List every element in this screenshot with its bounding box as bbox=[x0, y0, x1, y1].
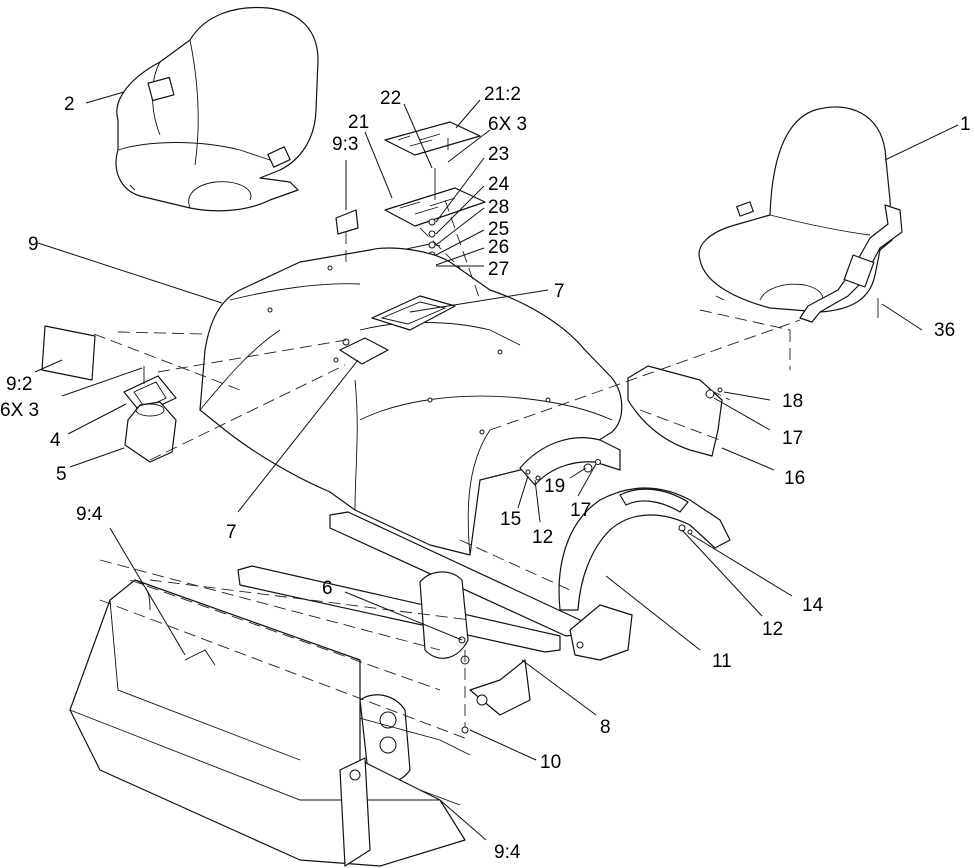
assembly-lines bbox=[93, 199, 801, 741]
callout-9-4-bottom: 9:4 bbox=[494, 842, 521, 863]
fender-11 bbox=[558, 487, 731, 611]
callout-9-2: 9:2 bbox=[6, 374, 32, 395]
callout-17-center: 17 bbox=[570, 500, 591, 521]
callout-9: 9 bbox=[28, 234, 39, 255]
leader-lines bbox=[34, 91, 959, 841]
callout-6x3-top: 6X 3 bbox=[488, 114, 527, 135]
callout-10: 10 bbox=[540, 752, 561, 773]
seat-left bbox=[115, 6, 319, 212]
callout-21: 21 bbox=[348, 112, 369, 133]
callout-12-right: 12 bbox=[762, 619, 783, 640]
callout-11: 11 bbox=[712, 651, 732, 672]
panel-16 bbox=[627, 365, 723, 457]
callout-9-3: 9:3 bbox=[332, 134, 358, 155]
callout-labels: 2 1 9:3 9 22 21:2 21 6X 3 23 24 28 25 26… bbox=[0, 84, 971, 863]
callout-24: 24 bbox=[488, 174, 510, 195]
callout-8: 8 bbox=[600, 717, 611, 738]
callout-1: 1 bbox=[960, 114, 971, 135]
callout-12-center: 12 bbox=[532, 527, 553, 548]
callout-6: 6 bbox=[322, 578, 333, 599]
callout-18: 18 bbox=[782, 391, 803, 412]
callout-17-right: 17 bbox=[782, 428, 803, 449]
callout-27: 27 bbox=[488, 259, 509, 280]
callout-15: 15 bbox=[500, 509, 521, 530]
callout-25: 25 bbox=[488, 219, 509, 240]
basket-tray bbox=[69, 579, 466, 867]
callout-7-bottom: 7 bbox=[226, 522, 237, 543]
decal-9-2 bbox=[41, 325, 96, 381]
callout-23: 23 bbox=[488, 144, 509, 165]
access-cover-4 bbox=[123, 366, 177, 415]
callout-2: 2 bbox=[64, 94, 75, 115]
callout-21-2: 21:2 bbox=[484, 84, 521, 105]
plate-21 bbox=[384, 187, 486, 227]
callout-28: 28 bbox=[488, 197, 509, 218]
callout-9-4-top: 9:4 bbox=[76, 504, 103, 525]
callout-14: 14 bbox=[802, 595, 824, 616]
plate-21-2 bbox=[384, 121, 481, 156]
callout-7-top: 7 bbox=[554, 281, 565, 302]
callout-4: 4 bbox=[50, 430, 61, 451]
callout-26: 26 bbox=[488, 237, 509, 258]
decal-9-3 bbox=[335, 209, 359, 235]
boot-5 bbox=[124, 401, 177, 463]
callout-22: 22 bbox=[380, 88, 401, 109]
seat-right bbox=[698, 106, 903, 323]
body-shroud bbox=[199, 247, 623, 556]
callout-36: 36 bbox=[934, 320, 955, 341]
callout-5: 5 bbox=[56, 464, 67, 485]
callout-19: 19 bbox=[544, 476, 565, 497]
callout-16: 16 bbox=[784, 468, 805, 489]
callout-6x3-left: 6X 3 bbox=[0, 400, 39, 421]
